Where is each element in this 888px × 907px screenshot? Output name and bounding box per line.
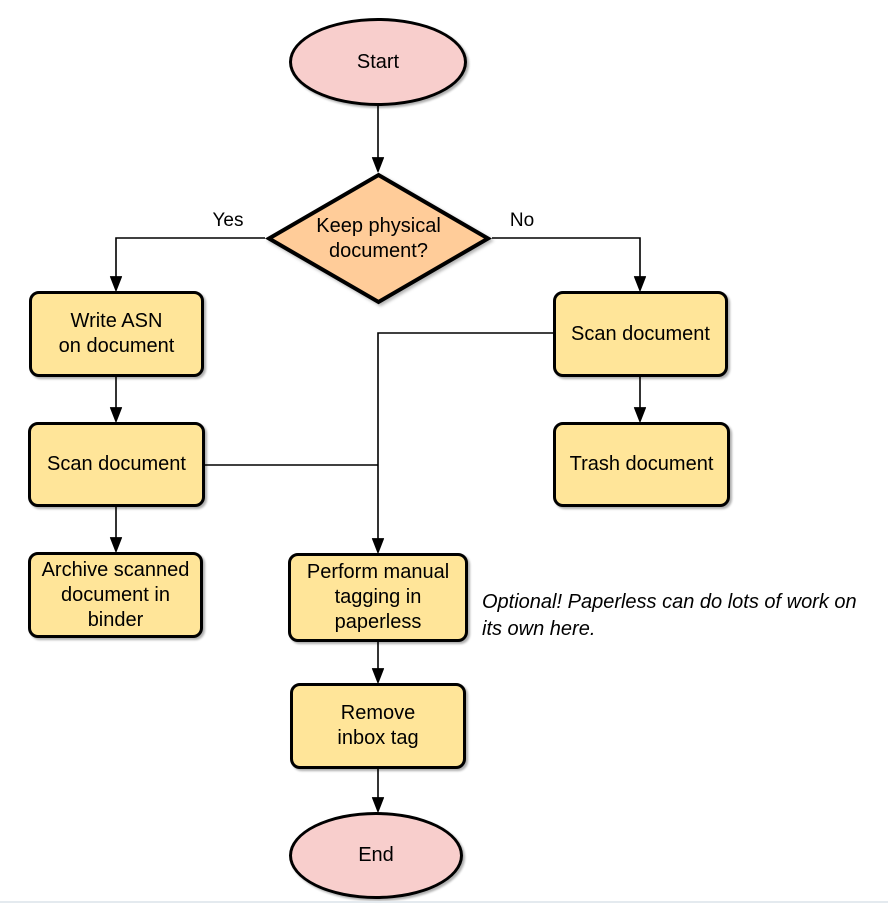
arrowhead-scan-right-trash [633, 407, 647, 423]
node-start-label: Start [356, 50, 400, 73]
edge-scan-right-perform [377, 332, 553, 540]
node-write-asn-label: Write ASN on document [58, 310, 175, 357]
edge-decision-write-asn [115, 237, 265, 278]
arrowhead-write-asn-scan-left [109, 407, 123, 423]
arrowhead-start-decision [371, 157, 385, 173]
node-trash-document-label: Trash document [569, 453, 714, 475]
edge-label-yes: Yes [212, 210, 244, 231]
optional-note: Optional! Paperless can do lots of work … [482, 591, 857, 640]
node-trash-document: Trash document [553, 422, 730, 507]
node-end-label: End [358, 844, 394, 866]
node-scan-document-right-label: Scan document [571, 322, 710, 345]
edge-label-no: No [509, 210, 535, 231]
node-start: Start [289, 18, 467, 106]
arrowhead-decision-write-asn [109, 276, 123, 292]
node-scan-document-left: Scan document [28, 422, 205, 507]
arrowhead-perform-remove [371, 668, 385, 684]
node-scan-document-left-label: Scan document [47, 453, 186, 475]
arrowhead-remove-end [371, 797, 385, 813]
bottom-divider [0, 901, 888, 903]
edge-decision-scan-right [492, 237, 641, 278]
node-remove-inbox-tag-label: Remove inbox tag [337, 702, 419, 749]
node-write-asn: Write ASN on document [29, 291, 204, 377]
node-decision: Keep physical document? [265, 172, 492, 305]
node-remove-inbox-tag: Remove inbox tag [290, 683, 466, 769]
node-archive-binder-label: Archive scanned document in binder [41, 558, 190, 631]
diamond-shape [265, 172, 492, 305]
node-perform-tagging-label: Perform manual tagging in paperless [306, 561, 450, 633]
node-scan-document-right: Scan document [553, 291, 728, 377]
node-perform-tagging: Perform manual tagging in paperless [288, 553, 468, 642]
arrowhead-perform [371, 538, 385, 554]
node-decision-label: Keep physical document? [316, 214, 441, 262]
arrowhead-decision-scan-right [633, 276, 647, 292]
arrowhead-scan-left-archive [109, 537, 123, 553]
node-archive-binder: Archive scanned document in binder [28, 552, 203, 638]
node-end: End [289, 812, 463, 899]
